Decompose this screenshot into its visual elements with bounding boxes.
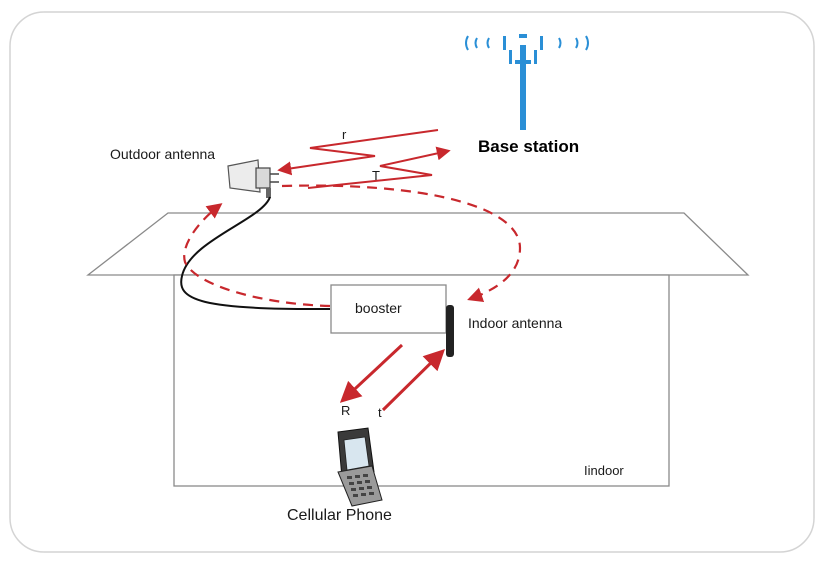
base-station-label: Base station: [478, 137, 580, 156]
cellular-phone-label: Cellular Phone: [287, 507, 392, 524]
cellular-phone-icon: [337, 427, 383, 507]
signal-t-upper-label: T: [372, 168, 380, 183]
dashed-downlink-right: [281, 184, 522, 303]
signal-t-lower-label: t: [378, 405, 382, 420]
outdoor-antenna-icon: [227, 159, 279, 198]
outdoor-antenna-label: Outdoor antenna: [110, 146, 216, 162]
indoor-antenna-label: Indoor antenna: [468, 315, 563, 331]
signal-R-lower-label: R: [341, 403, 351, 418]
booster-label: booster: [355, 300, 402, 316]
house-roof: [86, 212, 750, 276]
dashed-uplink-left: [183, 203, 331, 308]
coax-cable: [180, 196, 331, 311]
zigzag-signal-r: [277, 129, 439, 176]
indoor-antenna-icon: [446, 305, 454, 357]
base-station-tower-icon: [465, 34, 589, 130]
booster-box: [330, 284, 447, 334]
zigzag-signal-t: [307, 146, 451, 189]
arrow-t-up: [381, 349, 445, 412]
indoor-label: Iindoor: [584, 463, 624, 478]
signal-r-upper-label: r: [342, 127, 347, 142]
arrow-R-down: [339, 343, 404, 403]
